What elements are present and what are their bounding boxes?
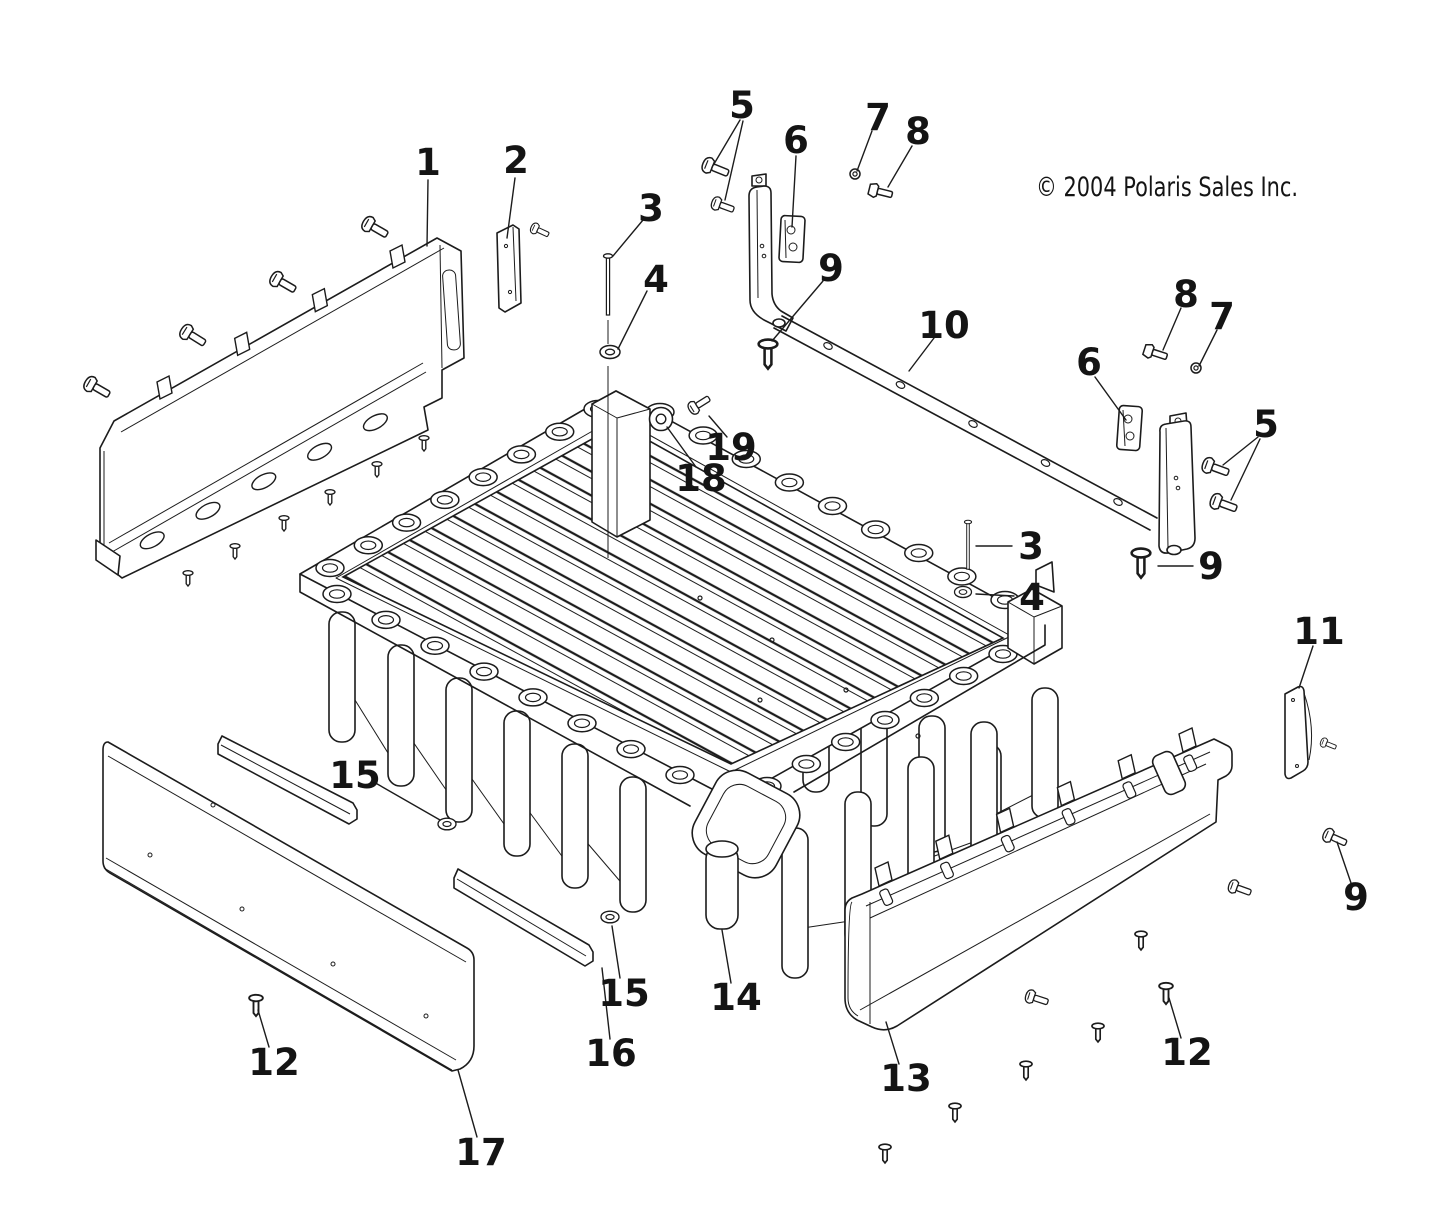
callout-14: 14 (710, 976, 762, 1019)
callout-1: 1 (415, 141, 441, 184)
callout-11: 11 (1293, 610, 1345, 653)
callout-8-right: 8 (1173, 273, 1199, 316)
callout-12-right: 12 (1161, 1031, 1213, 1074)
callout-16: 16 (585, 1032, 637, 1075)
rail-holes (823, 342, 1123, 506)
callout-13: 13 (880, 1057, 932, 1100)
callout-9-top: 9 (818, 247, 844, 290)
callout-12-left: 12 (248, 1041, 300, 1084)
panel1-clips (156, 243, 406, 401)
reflector-part-11 (1284, 685, 1313, 780)
callout-18: 18 (675, 457, 727, 500)
callout-15-center: 15 (598, 972, 650, 1015)
callout-3-left: 3 (638, 187, 664, 230)
callout-8-top: 8 (905, 110, 931, 153)
callout-4-right: 4 (1019, 576, 1045, 619)
callout-19: 19 (705, 426, 757, 469)
panel13-clips (874, 727, 1198, 906)
wear-strip-part-16-upper (217, 735, 358, 825)
callout-3-right: 3 (1018, 525, 1044, 568)
callout-7-right: 7 (1209, 295, 1235, 338)
side-panel-part-13 (844, 727, 1233, 1031)
callout-10: 10 (918, 304, 970, 347)
callout-5-right: 5 (1253, 403, 1279, 446)
wear-strip-part-16-lower (453, 868, 594, 967)
callout-4-left: 4 (643, 258, 669, 301)
callout-17: 17 (455, 1131, 507, 1174)
callout-9-far-right: 9 (1343, 876, 1369, 919)
front-panel-part-1 (95, 237, 465, 579)
callout-5-top: 5 (729, 84, 755, 127)
support-rail-part-10 (748, 173, 1196, 556)
callout-7-top: 7 (865, 96, 891, 139)
callout-6-top: 6 (783, 119, 809, 162)
callout-9-right: 9 (1198, 545, 1224, 588)
callout-leader-lines (257, 119, 1352, 1138)
panel1-flange-holes (139, 413, 388, 550)
latch-bracket-part-6-top (778, 214, 806, 264)
callout-6-right: 6 (1076, 341, 1102, 384)
callout-2: 2 (503, 139, 529, 182)
floor-dimples (697, 595, 921, 739)
side-panel-part-17 (102, 741, 475, 1072)
callout-numbers: 1 2 3 4 5 6 7 8 9 10 8 7 6 5 3 9 4 18 19… (248, 84, 1369, 1174)
reflector-part-2 (496, 224, 522, 313)
hardware-screws-and-nuts (80, 155, 1350, 1164)
copyright-notice: © 2004 Polaris Sales Inc. (1036, 172, 1298, 203)
callout-15-left: 15 (329, 754, 381, 797)
